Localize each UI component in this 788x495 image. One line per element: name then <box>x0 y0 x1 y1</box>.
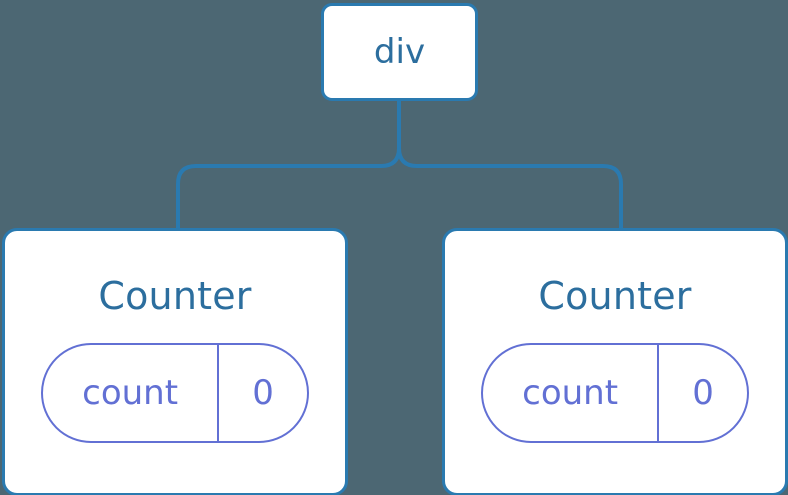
node-counter-1-label: Counter <box>98 274 252 318</box>
state-value-counter-1: 0 <box>252 373 274 413</box>
state-value-counter-2: 0 <box>692 373 714 413</box>
state-pill-counter-1[interactable]: count 0 <box>41 343 309 443</box>
edge-root-to-child-2 <box>397 99 623 230</box>
node-div[interactable]: div <box>321 3 478 101</box>
edge-root-to-child-1 <box>176 99 401 230</box>
node-counter-2-label: Counter <box>538 274 692 318</box>
state-key-counter-1: count <box>43 345 220 441</box>
state-pill-counter-2[interactable]: count 0 <box>481 343 749 443</box>
state-key-counter-2: count <box>483 345 660 441</box>
node-counter-2[interactable]: Counter count 0 <box>442 228 788 495</box>
node-div-label: div <box>373 32 426 72</box>
node-counter-1[interactable]: Counter count 0 <box>2 228 348 495</box>
